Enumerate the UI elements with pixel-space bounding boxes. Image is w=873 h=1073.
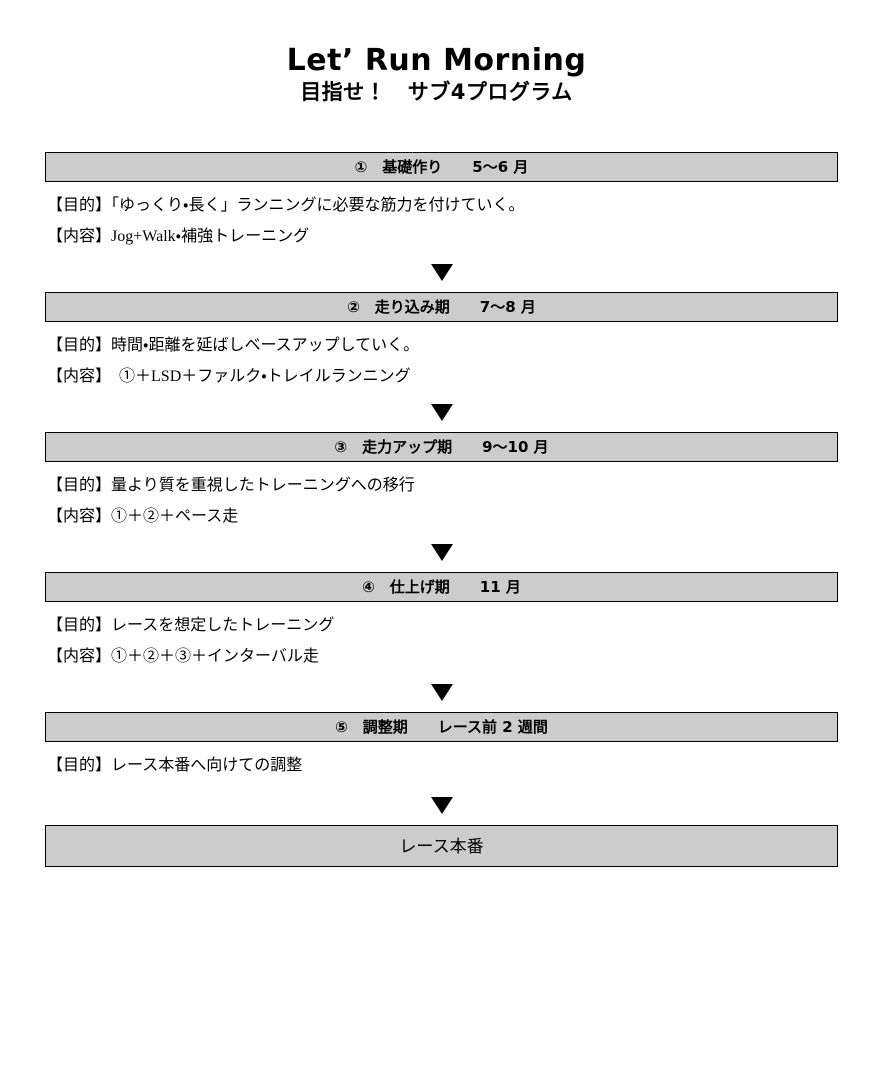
stage-1-purpose-text: 「ゆっくり・長く」ランニングに必要な筋力を付けていく。 bbox=[111, 197, 525, 214]
stage-4-purpose-text: レースを想定したトレーニング bbox=[111, 617, 335, 634]
triangle-down-icon bbox=[430, 543, 453, 561]
triangle-down-icon bbox=[430, 796, 453, 814]
stage-2-content-line: 【内容】 ①＋LSD＋ファルク・トレイルランニング bbox=[47, 361, 838, 392]
purpose-label: 【目的】 bbox=[47, 477, 112, 494]
stage-5: ⑤ 調整期 レース前 2 週間 【目的】レース本番へ向けての調整 bbox=[45, 712, 838, 785]
stage-4-header: ④ 仕上げ期 11 月 bbox=[45, 572, 838, 602]
purpose-label: 【目的】 bbox=[47, 337, 112, 354]
stage-5-body: 【目的】レース本番へ向けての調整 bbox=[45, 742, 838, 785]
stage-1-content-line: 【内容】Jog+Walk・補強トレーニング bbox=[47, 221, 838, 252]
triangle-down-icon bbox=[430, 263, 453, 281]
purpose-label: 【目的】 bbox=[47, 757, 112, 774]
race-day-bar: レース本番 bbox=[45, 825, 838, 867]
stage-4-body: 【目的】レースを想定したトレーニング 【内容】①＋②＋③＋インターバル走 bbox=[45, 602, 838, 672]
stage-5-header: ⑤ 調整期 レース前 2 週間 bbox=[45, 712, 838, 742]
stage-2-content-text: ①＋LSD＋ファルク・トレイルランニング bbox=[103, 368, 411, 385]
stage-2: ② 走り込み期 7〜8 月 【目的】時間・距離を延ばしベースアップしていく。 【… bbox=[45, 292, 838, 392]
stage-2-header: ② 走り込み期 7〜8 月 bbox=[45, 292, 838, 322]
stage-3-content-line: 【内容】①＋②＋ペース走 bbox=[47, 501, 838, 532]
purpose-label: 【目的】 bbox=[47, 197, 112, 214]
stage-1-header: ① 基礎作り 5〜6 月 bbox=[45, 152, 838, 182]
stage-3-purpose-line: 【目的】量より質を重視したトレーニングへの移行 bbox=[47, 470, 838, 501]
stage-3-content-text: ①＋②＋ペース走 bbox=[111, 508, 239, 525]
stage-2-header-label: ② 走り込み期 7〜8 月 bbox=[347, 297, 536, 316]
stage-4-header-label: ④ 仕上げ期 11 月 bbox=[362, 577, 521, 596]
page-subtitle: 目指せ！ サブ4プログラム bbox=[300, 80, 573, 104]
stage-4-content-line: 【内容】①＋②＋③＋インターバル走 bbox=[47, 641, 838, 672]
content-label: 【内容】 bbox=[47, 648, 112, 665]
stage-5-purpose-line: 【目的】レース本番へ向けての調整 bbox=[47, 750, 838, 781]
stage-1-body: 【目的】「ゆっくり・長く」ランニングに必要な筋力を付けていく。 【内容】Jog+… bbox=[45, 182, 838, 252]
stage-1-header-label: ① 基礎作り 5〜6 月 bbox=[354, 157, 529, 176]
training-program-flow: ① 基礎作り 5〜6 月 【目的】「ゆっくり・長く」ランニングに必要な筋力を付け… bbox=[45, 152, 838, 867]
stage-4: ④ 仕上げ期 11 月 【目的】レースを想定したトレーニング 【内容】①＋②＋③… bbox=[45, 572, 838, 672]
content-label: 【内容】 bbox=[47, 228, 112, 245]
arrow-3-to-4 bbox=[45, 532, 838, 572]
content-label: 【内容】 bbox=[47, 508, 112, 525]
stage-3-header: ③ 走力アップ期 9〜10 月 bbox=[45, 432, 838, 462]
triangle-down-icon bbox=[430, 403, 453, 421]
stage-2-body: 【目的】時間・距離を延ばしベースアップしていく。 【内容】 ①＋LSD＋ファルク… bbox=[45, 322, 838, 392]
stage-1: ① 基礎作り 5〜6 月 【目的】「ゆっくり・長く」ランニングに必要な筋力を付け… bbox=[45, 152, 838, 252]
content-label: 【内容】 bbox=[47, 368, 104, 385]
document-title-block: Let’ Run Morning 目指せ！ サブ4プログラム bbox=[0, 44, 873, 105]
stage-1-content-text: Jog+Walk・補強トレーニング bbox=[111, 228, 310, 245]
stage-3-purpose-text: 量より質を重視したトレーニングへの移行 bbox=[111, 477, 415, 494]
triangle-down-icon bbox=[430, 683, 453, 701]
stage-2-purpose-line: 【目的】時間・距離を延ばしベースアップしていく。 bbox=[47, 330, 838, 361]
stage-3: ③ 走力アップ期 9〜10 月 【目的】量より質を重視したトレーニングへの移行 … bbox=[45, 432, 838, 532]
stage-1-purpose-line: 【目的】「ゆっくり・長く」ランニングに必要な筋力を付けていく。 bbox=[47, 190, 838, 221]
page-title: Let’ Run Morning bbox=[286, 43, 587, 78]
stage-3-header-label: ③ 走力アップ期 9〜10 月 bbox=[334, 437, 549, 456]
arrow-2-to-3 bbox=[45, 392, 838, 432]
stage-4-purpose-line: 【目的】レースを想定したトレーニング bbox=[47, 610, 838, 641]
stage-3-body: 【目的】量より質を重視したトレーニングへの移行 【内容】①＋②＋ペース走 bbox=[45, 462, 838, 532]
stage-5-purpose-text: レース本番へ向けての調整 bbox=[111, 757, 303, 774]
purpose-label: 【目的】 bbox=[47, 617, 112, 634]
arrow-4-to-5 bbox=[45, 672, 838, 712]
stage-2-purpose-text: 時間・距離を延ばしベースアップしていく。 bbox=[111, 337, 420, 354]
arrow-5-to-race bbox=[45, 785, 838, 825]
race-day-label: レース本番 bbox=[399, 836, 484, 856]
arrow-1-to-2 bbox=[45, 252, 838, 292]
stage-4-content-text: ①＋②＋③＋インターバル走 bbox=[111, 648, 319, 665]
stage-5-header-label: ⑤ 調整期 レース前 2 週間 bbox=[335, 717, 548, 736]
